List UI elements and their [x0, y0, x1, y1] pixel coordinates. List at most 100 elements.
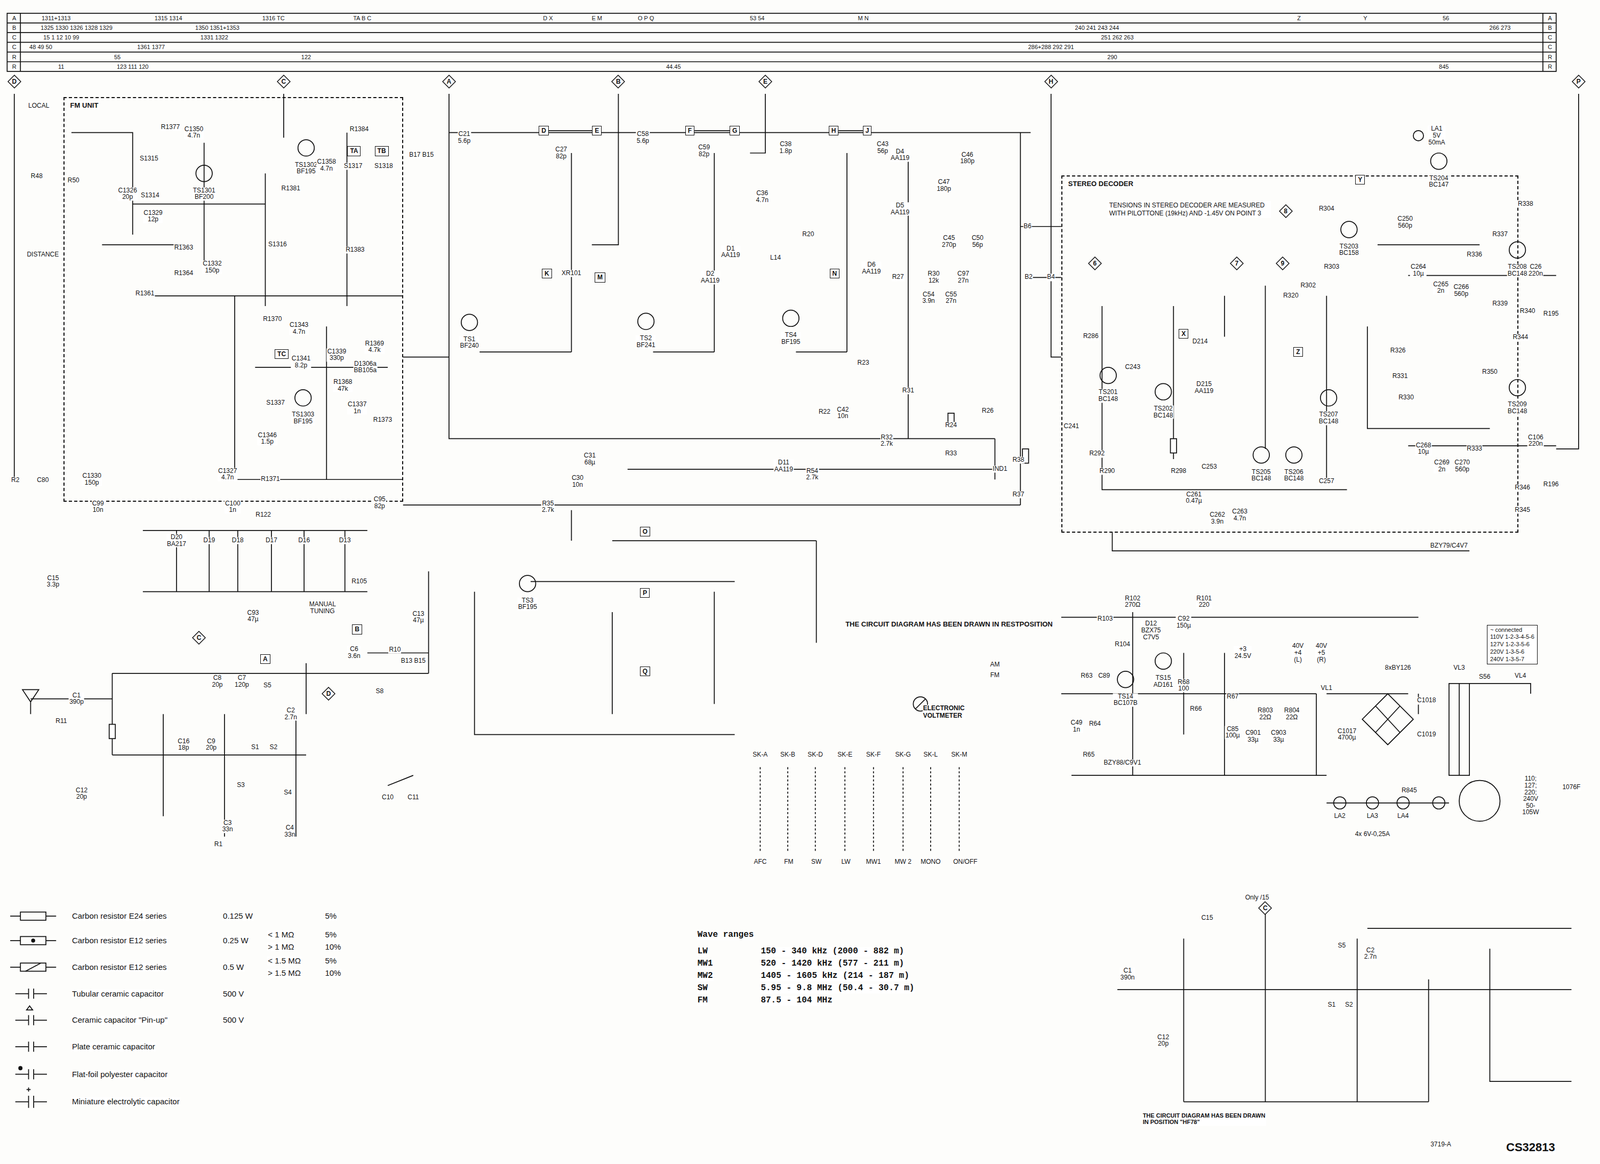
- component-label: R330: [1397, 394, 1415, 402]
- component-label: S1: [1326, 1001, 1336, 1009]
- component-label: C12 20p: [1156, 1034, 1170, 1048]
- component-label: C11: [406, 794, 420, 802]
- component-label: R346: [1514, 484, 1531, 492]
- component-label: R1371: [260, 476, 280, 484]
- legend-text: Plate ceramic capacitor: [71, 1042, 156, 1052]
- node-label: O: [642, 528, 648, 536]
- legend-text: Tubular ceramic capacitor: [71, 989, 165, 999]
- index-cell: TA B C: [352, 14, 372, 21]
- component-label: 40V +4 (L): [1291, 643, 1304, 664]
- coil-can-box: B: [352, 624, 363, 635]
- component-label: C1019: [1416, 731, 1437, 739]
- component-label: R350: [1481, 369, 1499, 376]
- component-label: S1315: [139, 155, 159, 163]
- coil-can-box: O: [640, 526, 651, 537]
- component-label: VL4: [1514, 673, 1527, 680]
- component-label: C21 5.6p: [457, 131, 471, 145]
- component-label: R320: [1282, 292, 1300, 300]
- component-label: SK-F: [865, 751, 882, 759]
- legend-value: 500 V: [222, 1016, 245, 1026]
- index-cell: B: [11, 25, 17, 31]
- component-label: SW: [810, 858, 822, 866]
- component-label: C268 10µ: [1415, 442, 1432, 456]
- component-label: SK-M: [950, 751, 968, 759]
- component-label: C58 5.6p: [636, 131, 650, 145]
- component-label: S4: [283, 789, 293, 797]
- legend-text: Ceramic capacitor "Pin-up": [71, 1016, 168, 1026]
- component-label: LA1 5V 50mA: [1427, 125, 1446, 147]
- index-cell: 240 241 243 244: [1074, 25, 1120, 31]
- component-label: C1330 150p: [82, 473, 102, 487]
- legend-text: Miniature electrolytic capacitor: [71, 1097, 181, 1107]
- component-label: C6 3.6n: [347, 646, 361, 660]
- index-cell: 286+288 292 291: [1027, 44, 1075, 51]
- legend-resistor: [20, 912, 46, 920]
- legend-resistor: [20, 963, 46, 972]
- wave-range-text: MW1: [697, 959, 714, 970]
- connector-diamond: B: [611, 74, 626, 89]
- connector-diamond: P: [1571, 74, 1586, 89]
- node-label: E: [594, 126, 599, 135]
- component-label: R30 12k: [927, 270, 941, 285]
- bridge-rectifier: [1362, 693, 1414, 746]
- component-label: MW1: [865, 858, 882, 866]
- node-label: A: [262, 655, 268, 663]
- component-label: C1350 4.7n: [184, 125, 204, 140]
- index-cell: 56: [1442, 14, 1450, 21]
- resistor-symbol: [109, 724, 116, 739]
- node-label: Z: [1296, 348, 1300, 356]
- node-label: D: [326, 690, 332, 698]
- component-label: C1327 4.7n: [217, 467, 238, 482]
- legend-value: > 1 MΩ: [267, 942, 295, 952]
- component-label: R340: [1519, 307, 1536, 315]
- diamond-shape: [1230, 257, 1244, 270]
- legend-value: 5%: [324, 930, 338, 940]
- component-label: D17: [265, 537, 278, 544]
- node-label: TB: [377, 147, 387, 155]
- am-oscillator-wires: [474, 510, 817, 735]
- component-label: R1383: [345, 246, 365, 254]
- note-text: THE CIRCUIT DIAGRAM HAS BEEN DRAWN IN RE…: [844, 620, 1054, 629]
- wave-range-text: Wave ranges: [697, 931, 755, 941]
- coil-can-box: TB: [374, 146, 389, 156]
- index-cell: 266 273: [1489, 25, 1512, 31]
- node-label: Q: [642, 667, 648, 676]
- component-label: R67: [1226, 693, 1239, 701]
- component-label: R1: [213, 841, 223, 849]
- component-label: C1332 150p: [202, 260, 222, 275]
- component-label: C901 33µ: [1244, 730, 1262, 744]
- component-label: C47 180p: [936, 179, 952, 193]
- connector-diamond: C: [276, 74, 291, 89]
- index-cell: A: [1547, 14, 1553, 21]
- component-label: R105: [350, 578, 368, 586]
- component-label: R1363: [173, 244, 194, 252]
- component-label: C59 82p: [697, 144, 711, 158]
- index-cell: R: [1547, 63, 1553, 70]
- component-label: D11 AA119: [773, 459, 794, 474]
- component-label: C264 10µ: [1410, 263, 1427, 277]
- component-label: C1017 4700µ: [1337, 728, 1357, 742]
- index-cell: 11: [57, 63, 65, 70]
- component-label: D20 BA217: [166, 533, 187, 548]
- node-label: B: [616, 77, 621, 86]
- connector-diamond: C: [1258, 901, 1272, 916]
- legend-text: Carbon resistor E12 series: [71, 936, 168, 946]
- coil-can-box: G: [729, 125, 740, 136]
- legend-dot: [31, 939, 35, 943]
- component-label: MW 2: [894, 858, 912, 866]
- unit-title: FM UNIT: [68, 101, 101, 110]
- component-label: D1 AA119: [720, 245, 741, 259]
- component-label: TS205 BC148: [1250, 468, 1272, 483]
- component-label: S8: [374, 688, 384, 696]
- component-label: 8xBY126: [1384, 665, 1412, 672]
- resistor-symbol: [1170, 438, 1177, 454]
- component-label: SK-A: [752, 751, 768, 759]
- component-label: R65: [1082, 751, 1095, 759]
- component-label: B13 B15: [400, 657, 427, 665]
- fm-unit-wires: [71, 132, 450, 480]
- diamond-shape: [277, 75, 291, 88]
- transistor-symbol: [294, 389, 312, 407]
- legend-value: 0.5 W: [222, 963, 245, 973]
- component-label: TS1303 BF195: [291, 411, 315, 426]
- component-label: R63: [1080, 673, 1094, 680]
